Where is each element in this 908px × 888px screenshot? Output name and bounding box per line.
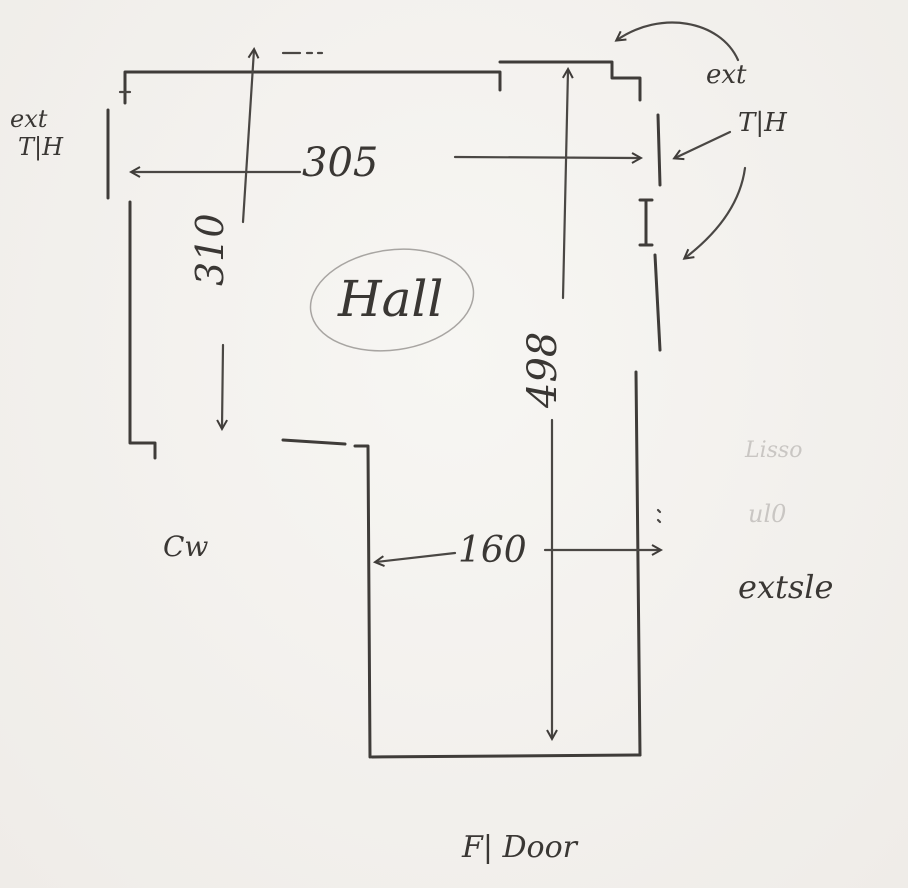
arrow-th-to-right-wall [675,130,732,158]
dimension-305: 305 [302,140,379,186]
dim-498-line-top [561,70,568,300]
annotation-ext-left: ext [10,105,48,133]
dim-310-line-top [241,50,254,224]
annotation-th-left: T|H [18,133,64,161]
wall-corridor-left [353,444,372,759]
faint-annotation-1: Lisso [745,438,803,463]
wall-right-lower [634,370,642,757]
annotation-arrows [281,21,747,524]
faint-annotation-2: ul0 [748,500,787,528]
walls [106,60,662,759]
dim-310-line-bottom [222,343,223,428]
wall-right-mid [653,253,662,352]
dimension-lines [132,50,660,738]
annotation-front-door: F| Door [462,830,577,865]
dots-right [656,508,662,524]
arrow-ext-to-top [617,21,740,62]
wall-inner-bottom [281,438,347,446]
wall-bottom [370,753,642,759]
wall-left-lower [128,200,157,460]
wall-right-upper [656,113,662,187]
dimension-160: 160 [458,530,527,571]
wall-top-left [123,70,502,105]
annotation-ext-right: ext [706,60,747,90]
wall-right-stub [638,198,654,247]
dimension-498: 498 [520,331,566,408]
dim-305-line-right [453,157,640,158]
hall-label-ring [309,248,475,352]
annotation-ext-side: extsle [738,568,834,606]
annotation-th-right: T|H [738,108,787,138]
dimension-310: 310 [188,213,232,286]
annotation-cw: Cw [163,530,209,563]
dim-160-line-left [376,551,457,562]
room-label-hall: Hall [338,270,444,328]
arrow-th-to-mid-wall [685,166,747,258]
wall-top-right [498,60,642,102]
